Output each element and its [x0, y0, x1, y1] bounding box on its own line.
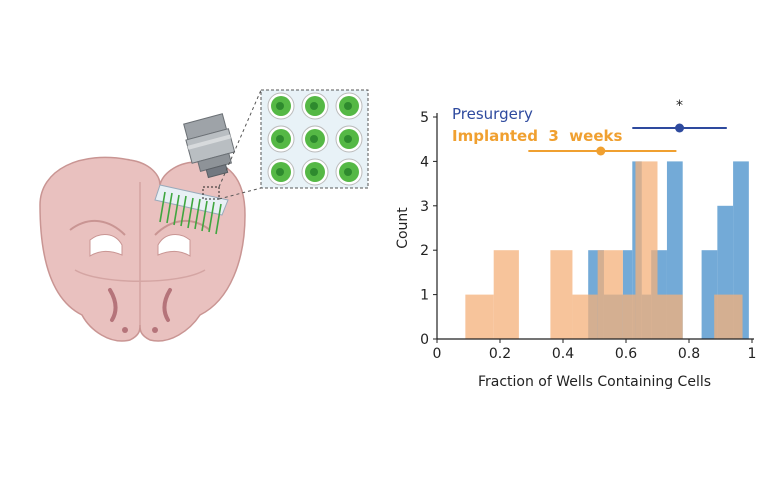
- x-axis-label: Fraction of Wells Containing Cells: [478, 374, 711, 390]
- x-tick-label-5: 1: [748, 346, 757, 362]
- legend-implanted: Implanted 3 weeks: [452, 127, 622, 145]
- well-nucleus-2-2: [344, 168, 352, 176]
- illustration: [39, 89, 369, 342]
- confidence-intervals: [528, 123, 727, 156]
- y-tick-label-4: 4: [420, 154, 429, 170]
- bar-implanted-7: [657, 294, 683, 339]
- significance-star: *: [676, 98, 683, 114]
- bar-implanted-4: [597, 250, 623, 339]
- well-nucleus-1-2: [344, 135, 352, 143]
- y-tick-label-5: 5: [420, 110, 429, 126]
- well-nucleus-2-0: [276, 168, 284, 176]
- well-nucleus-0-1: [310, 102, 318, 110]
- mean-point-presurgery: [675, 123, 685, 133]
- x-tick-label-2: 0.4: [552, 346, 574, 362]
- y-tick-label-1: 1: [420, 288, 429, 304]
- y-tick-label-0: 0: [420, 332, 429, 348]
- bar-implanted-0: [465, 294, 494, 339]
- x-tick-label-1: 0.2: [489, 346, 511, 362]
- mean-point-implanted: [596, 146, 606, 156]
- bar-implanted-2: [550, 250, 573, 339]
- series-implanted-bars: [465, 161, 743, 339]
- bar-implanted-6: [635, 161, 658, 339]
- bar-implanted-3: [572, 294, 598, 339]
- y-axis-label: Count: [395, 207, 411, 249]
- y-tick-label-2: 2: [420, 243, 429, 259]
- axes: [436, 113, 754, 340]
- x-tick-label-4: 0.8: [678, 346, 700, 362]
- well-nucleus-1-0: [276, 135, 284, 143]
- legend-presurgery: Presurgery: [452, 105, 533, 123]
- bar-implanted-1: [493, 250, 519, 339]
- electrode-array-icon: [154, 184, 229, 235]
- x-tick-label-0: 0: [433, 346, 442, 362]
- bar-implanted-8: [714, 294, 743, 339]
- well-nucleus-0-2: [344, 102, 352, 110]
- bar-implanted-5: [622, 294, 636, 339]
- well-nucleus-1-1: [310, 135, 318, 143]
- y-tick-label-3: 3: [420, 199, 429, 215]
- well-grid-icon: [260, 89, 369, 189]
- ticks: 0 0.2 0.4 0.6 0.8 1 0 1 2 3 4 5: [420, 110, 756, 362]
- bar-presurgery-7: [701, 250, 718, 339]
- well-nucleus-0-0: [276, 102, 284, 110]
- x-tick-label-3: 0.6: [615, 346, 637, 362]
- well-nucleus-2-1: [310, 168, 318, 176]
